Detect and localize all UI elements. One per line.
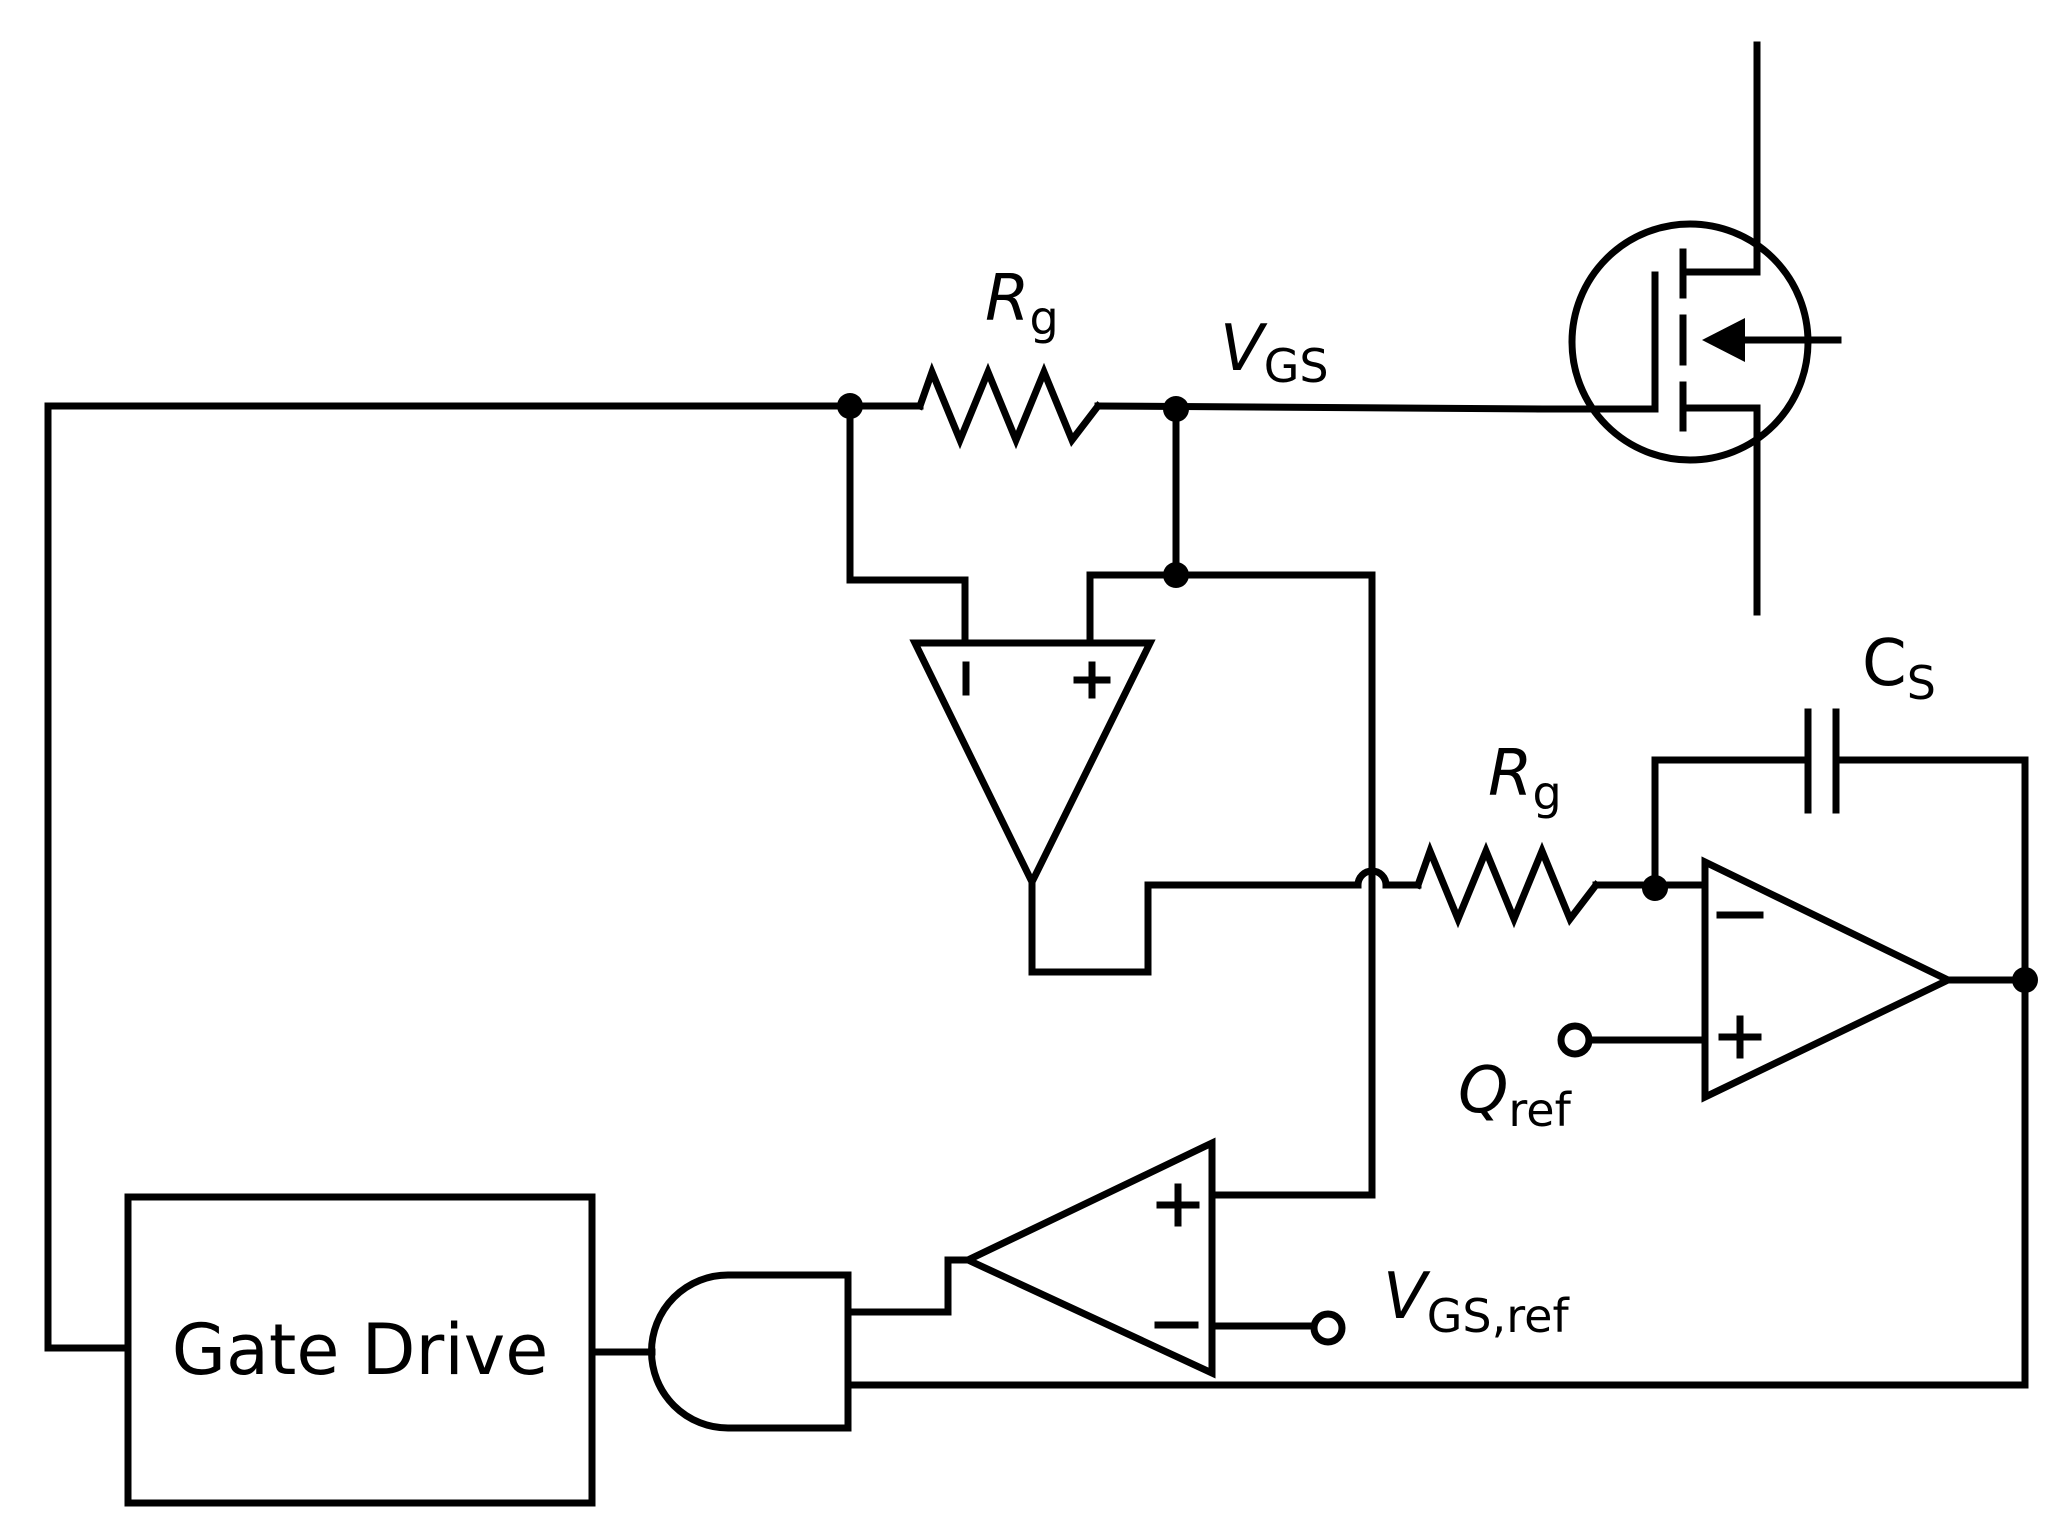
comparator — [959, 1137, 1216, 1379]
integrator-resistor — [1413, 841, 1601, 929]
sense-amp-output-wire — [1028, 878, 1362, 976]
wire-crossover — [1354, 867, 1390, 889]
vgs-label: VGS — [1220, 312, 1329, 393]
vgs-ref-terminal — [1310, 1310, 1346, 1346]
comparator-output-wire — [844, 1256, 972, 1316]
cs-label: CS — [1862, 627, 1936, 710]
feedback-capacitor — [1651, 708, 2029, 984]
sense-amplifier — [909, 639, 1156, 890]
gate-wire — [44, 402, 1544, 1352]
gate-drive-block — [124, 1193, 596, 1507]
mosfet-symbol — [1536, 41, 1842, 616]
gate-resistor-top — [915, 362, 1103, 450]
and-gate — [648, 1271, 852, 1432]
vgs-ref-label: VGS,ref — [1383, 1260, 1570, 1343]
integrator-opamp — [1701, 856, 1957, 1103]
rg-mid-label: Rg — [1488, 737, 1562, 820]
qref-terminal — [1557, 1022, 1593, 1058]
rg-top-label: Rg — [985, 262, 1059, 345]
qref-label: Qref — [1458, 1054, 1573, 1137]
integrator-output-wire — [844, 976, 2029, 1389]
sense-amp-inputs — [846, 402, 1376, 1199]
gate-drive-label: Gate Drive — [172, 1309, 549, 1391]
